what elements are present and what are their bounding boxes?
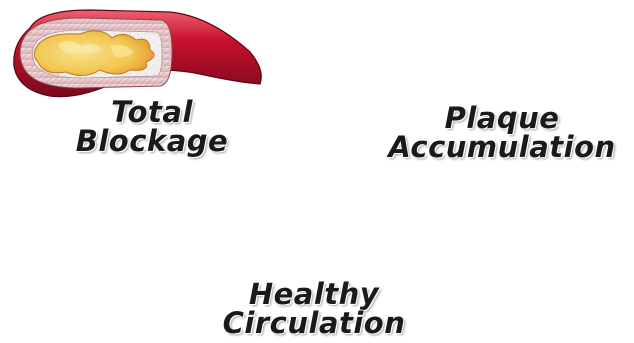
caption-healthy-circulation: Healthy Circulation (214, 280, 414, 338)
caption-healthy-line2: Circulation (214, 309, 414, 338)
caption-plaque-line1: Plaque (372, 104, 632, 133)
vessel-total-blockage (14, 10, 261, 97)
caption-healthy-line1: Healthy (214, 280, 414, 309)
caption-total-blockage: Total Blockage (52, 98, 252, 156)
caption-plaque-line2: Accumulation (372, 133, 632, 162)
caption-total-line2: Blockage (52, 127, 252, 156)
caption-total-line1: Total (52, 98, 252, 127)
caption-plaque-accumulation: Plaque Accumulation (372, 104, 632, 162)
